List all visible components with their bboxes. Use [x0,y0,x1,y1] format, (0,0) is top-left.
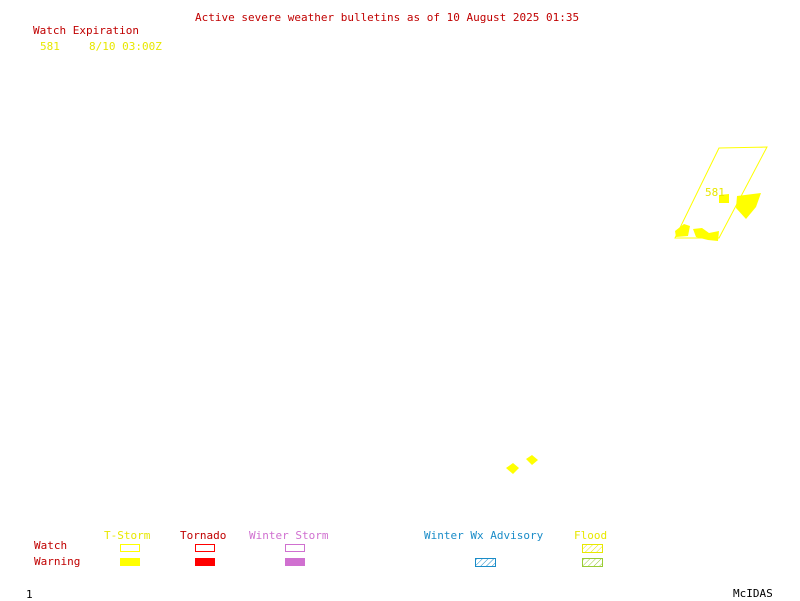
tstorm-warning-area [736,193,761,219]
tstorm-warning-area [506,463,519,474]
watch-number: 581 [40,40,60,53]
legend-warning-label: Warning [34,555,81,568]
frame-number: 1 [26,588,33,601]
tstorm-warning-area [693,228,719,241]
watch-map-label: 581 [705,186,725,199]
watch-expiration-time: 8/10 03:00Z [89,40,162,53]
legend-winter-storm-label: Winter Storm [249,529,329,542]
legend-tornado-label: Tornado [180,529,227,542]
watch-expiration-heading: Watch Expiration [33,24,139,37]
tornado-warning-swatch [195,558,215,566]
tstorm-watch-swatch [120,544,140,552]
legend-tstorm-label: T-Storm [104,529,151,542]
winter-storm-watch-swatch [285,544,305,552]
legend-watch-label: Watch [34,539,68,552]
winter-storm-warning-swatch [285,558,305,566]
tstorm-watch-outline [674,146,768,239]
tstorm-warning-area [675,224,690,237]
tstorm-warning-area [526,455,538,465]
bulletin-title: Active severe weather bulletins as of 10… [195,11,580,24]
tornado-watch-swatch [195,544,215,552]
legend-flood-label: Flood [574,529,608,542]
tstorm-warning-area [719,194,729,203]
tstorm-warning-swatch [120,558,140,566]
software-label: McIDAS [733,587,773,600]
legend-winter-wx-advisory-label: Winter Wx Advisory [424,529,544,542]
